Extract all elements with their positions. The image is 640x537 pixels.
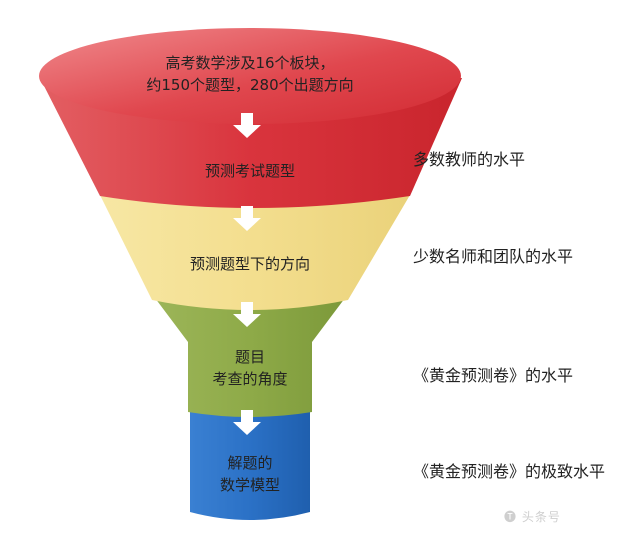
down-arrow-icon (233, 113, 261, 138)
funnel-segment-yellow (100, 195, 410, 310)
funnel-top-text: 高考数学涉及16个板块， 约150个题型，280个出题方向 (146, 54, 354, 94)
down-arrow-icon (233, 206, 261, 231)
funnel-segment-blue (190, 410, 310, 520)
label-level4: 《黄金预测卷》的极致水平 (413, 462, 606, 481)
funnel-segment-green (155, 298, 345, 417)
funnel-top-ellipse (39, 28, 461, 124)
label-level3: 《黄金预测卷》的水平 (413, 366, 574, 385)
label-level2: 少数名师和团队的水平 (413, 247, 574, 266)
funnel-level1-text: 预测考试题型 (204, 162, 295, 180)
funnel-level4-text: 解题的 数学模型 (219, 454, 280, 494)
watermark: 🅣 头条号 (504, 510, 561, 524)
down-arrow-icon (233, 302, 261, 327)
funnel-level2-text: 预测题型下的方向 (189, 255, 310, 273)
down-arrow-icon (233, 410, 261, 435)
label-level1: 多数教师的水平 (413, 150, 526, 169)
funnel-level3-text: 题目 考查的角度 (212, 348, 288, 388)
